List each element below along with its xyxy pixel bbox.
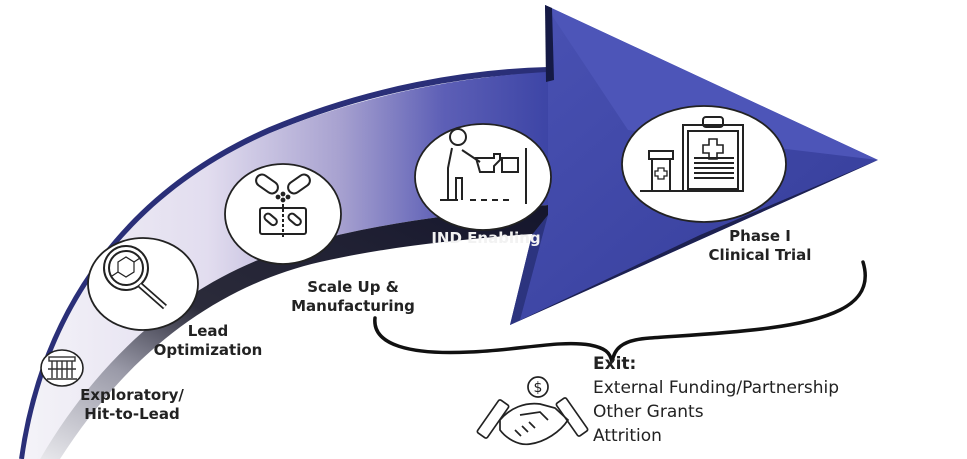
person-puzzle-icon [440, 128, 527, 204]
clipboard-medicine-icon [640, 116, 744, 192]
exit-item: Other Grants [593, 402, 704, 422]
stage-icon-lead-optimization [87, 237, 199, 331]
stage-icon-exploratory [40, 349, 84, 387]
handshake-dollar-icon: $ [476, 376, 589, 446]
magnifier-molecule-icon [103, 245, 167, 310]
exit-title: Exit: [593, 354, 637, 374]
exit-block: Exit: External Funding/Partnership Other… [593, 352, 839, 448]
arrow-head-facet-bottom [510, 160, 878, 325]
stage-label-phase-1: Phase I Clinical Trial [708, 227, 812, 264]
arrow-outer-edge [19, 67, 549, 459]
test-tubes-rack-icon [47, 356, 77, 380]
capsules-manufacturing-icon [255, 173, 311, 238]
exit-item: Attrition [593, 426, 662, 446]
arrow-head-facet-top [545, 5, 878, 160]
exit-item: External Funding/Partnership [593, 378, 840, 398]
stage-label-scale-up: Scale Up & Manufacturing [291, 278, 415, 315]
arrow-head-edge [545, 5, 554, 82]
stage-label-ind-enabling: IND Enabling [431, 229, 541, 247]
stage-label-exploratory: Exploratory/ Hit-to-Lead [80, 386, 184, 423]
stage-label-lead-optimization: Lead Optimization [153, 322, 263, 359]
exit-brace [373, 260, 867, 363]
svg-text:$: $ [534, 380, 543, 396]
stage-icon-phase-1 [621, 105, 787, 223]
stage-icon-scale-up [224, 163, 342, 265]
arrow-head-inner-fold [510, 215, 548, 325]
stage-icon-ind-enabling [414, 123, 552, 231]
